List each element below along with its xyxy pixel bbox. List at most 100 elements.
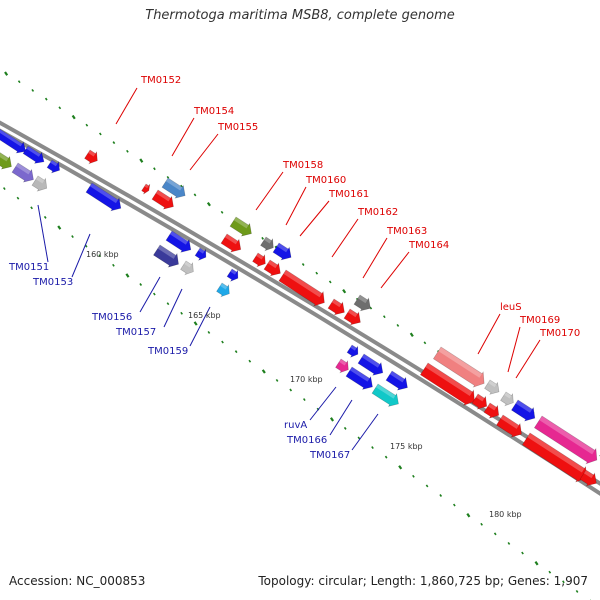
- leader-line: [285, 186, 307, 226]
- gene-arrow-body: [11, 162, 34, 183]
- gene-arrow-highlight: [267, 260, 278, 269]
- gene-arrow-highlight: [184, 261, 192, 268]
- scale-tick: [521, 551, 524, 555]
- leader-line: [139, 276, 161, 313]
- gene-arrow-highlight: [0, 150, 9, 162]
- scale-tick: [384, 455, 388, 459]
- gene-arrow-highlight: [165, 178, 183, 191]
- scale-tick: [153, 167, 156, 171]
- leader-line: [255, 171, 284, 211]
- gene-arrow-highlight: [264, 237, 272, 244]
- gene-label: TM0169: [519, 315, 560, 326]
- gene-arrow-body: [31, 175, 48, 192]
- scale-tick: [166, 302, 170, 306]
- gene-arrow: [141, 183, 151, 195]
- gene-arrow-body: [533, 415, 598, 465]
- gene-arrow-highlight: [169, 231, 188, 245]
- scale-tick: [289, 388, 293, 392]
- gene-arrow-highlight: [256, 253, 264, 260]
- gene-arrow: [22, 145, 45, 164]
- leader-line: [163, 288, 183, 328]
- gene-arrow-highlight: [276, 243, 289, 253]
- gene-arrow-body: [0, 127, 27, 154]
- gene-arrow-highlight: [349, 367, 370, 382]
- gene-arrow: [260, 236, 274, 252]
- gene-arrow-body: [85, 182, 122, 212]
- gene-arrow-body: [335, 358, 349, 374]
- gene-arrow: [252, 252, 266, 268]
- scale-labels: 160 kbp 165 kbp 170 kbp 175 kbp 180 kbp: [86, 250, 522, 519]
- gene-label: TM0164: [408, 240, 449, 251]
- gene-label: TM0167: [309, 450, 350, 461]
- gene-arrow: [220, 233, 242, 253]
- forward-gene-labels: TM0152 TM0154 TM0155 TM0158 TM0160 TM016…: [140, 75, 580, 339]
- scale-tick: [58, 106, 62, 110]
- gene-arrow: [511, 399, 536, 422]
- gene-arrow-body: [0, 149, 12, 170]
- scale-tick: [16, 196, 20, 200]
- gene-arrow-highlight: [15, 163, 31, 175]
- scale-tick: [180, 184, 183, 188]
- gene-arrow: [46, 159, 60, 174]
- gene-arrow: [11, 162, 34, 183]
- leader-line: [507, 326, 521, 373]
- scale-label: 160 kbp: [86, 250, 119, 259]
- gene-arrow-highlight: [500, 415, 519, 429]
- gene-arrow-body: [343, 308, 361, 326]
- scale-tick: [357, 436, 361, 440]
- gene-arrow-body: [151, 189, 174, 210]
- gene-arrow-body: [165, 230, 192, 253]
- gene-arrow-body: [327, 298, 345, 316]
- leader-line: [362, 237, 388, 279]
- gene-arrow-highlight: [475, 394, 485, 402]
- gene-label: TM0157: [115, 327, 156, 338]
- scale-tick: [480, 522, 483, 526]
- gene-arrow-highlight: [375, 384, 396, 399]
- gene-arrow: [471, 393, 488, 410]
- leader-line: [171, 117, 195, 157]
- gene-arrow-body: [357, 353, 384, 376]
- scale-label: 165 kbp: [188, 311, 221, 320]
- scale-tick: [4, 71, 9, 76]
- gene-arrow-highlight: [350, 345, 357, 351]
- scale-tick: [343, 426, 347, 430]
- scale-tick: [206, 201, 211, 207]
- scale-tick: [207, 330, 211, 334]
- scale-label: 180 kbp: [489, 510, 522, 519]
- gene-arrow-highlight: [220, 283, 228, 290]
- gene-arrow-body: [385, 370, 408, 391]
- scale-tick: [112, 263, 115, 267]
- scale-tick: [71, 114, 76, 120]
- gene-label: TM0166: [286, 435, 327, 446]
- gene-arrow-body: [141, 183, 151, 195]
- scale-tick: [369, 306, 373, 310]
- gene-label: TM0156: [91, 312, 132, 323]
- scale-tick: [328, 280, 332, 284]
- gene-arrow-body: [483, 402, 500, 419]
- gene-arrow-body: [278, 269, 325, 307]
- gene-arrow: [483, 402, 500, 419]
- gene-arrow: [335, 358, 349, 374]
- gene-arrow-highlight: [539, 416, 595, 455]
- gene-arrow-body: [229, 216, 252, 237]
- gene-arrow: [153, 244, 179, 268]
- gene-label: TM0159: [147, 346, 188, 357]
- accession-text: Accession: NC_000853: [9, 574, 146, 588]
- scale-tick: [315, 271, 319, 275]
- gene-arrow-body: [220, 233, 242, 253]
- gene-arrow: [327, 298, 345, 316]
- genome-backbone: [0, 120, 600, 496]
- gene-arrow: [226, 268, 239, 282]
- gene-arrow: [0, 127, 27, 154]
- gene-arrow: [343, 308, 361, 326]
- gene-arrow-highlight: [583, 470, 594, 479]
- gene-label: TM0161: [328, 189, 369, 200]
- gene-arrow: [263, 259, 281, 277]
- gene-arrow: [484, 379, 500, 395]
- reverse-gene-labels: TM0151 TM0153 TM0156 TM0157 TM0159 ruvA …: [8, 262, 350, 461]
- scale-tick: [548, 570, 552, 574]
- leader-line: [189, 306, 211, 347]
- gene-arrow: [0, 149, 12, 170]
- leader-line: [309, 386, 337, 421]
